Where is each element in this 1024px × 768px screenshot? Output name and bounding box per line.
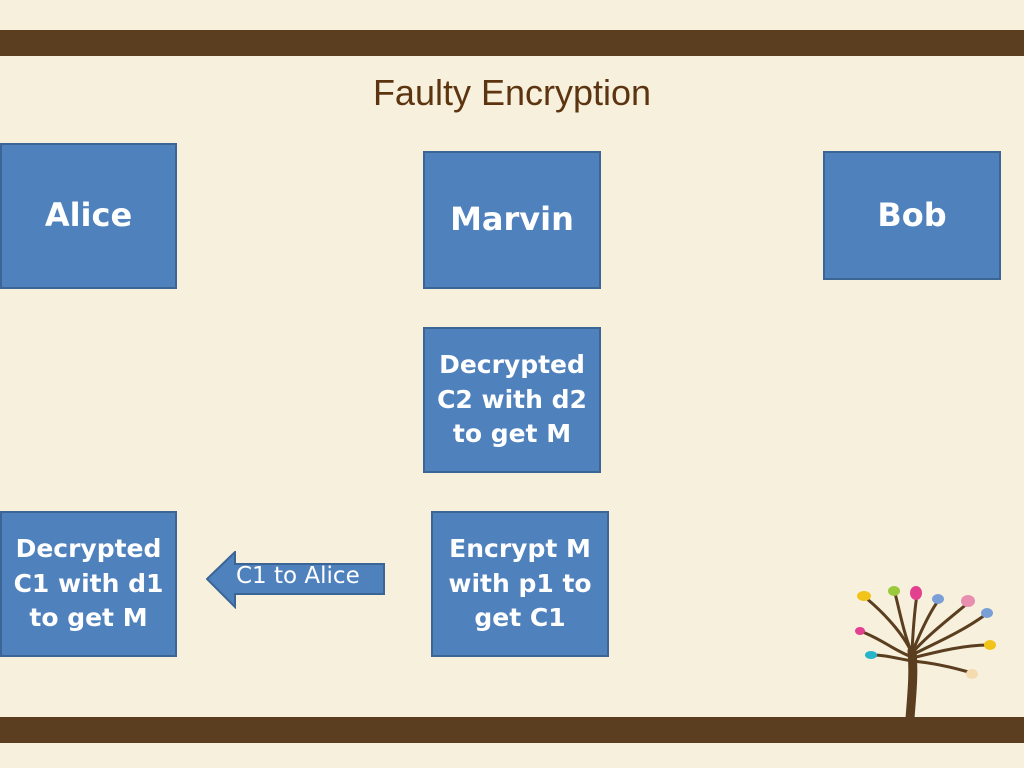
arrow-label: C1 to Alice bbox=[236, 563, 360, 589]
alice-label: Alice bbox=[44, 196, 133, 234]
alice-decrypt-box: Decrypted C1 with d1 to get M bbox=[0, 511, 177, 657]
bob-box: Bob bbox=[823, 151, 1001, 280]
marvin-encrypt-label: Encrypt M with p1 to get C1 bbox=[448, 534, 592, 633]
marvin-decrypt-box: Decrypted C2 with d2 to get M bbox=[423, 327, 601, 473]
top-border-bar bbox=[0, 30, 1024, 56]
alice-decrypt-label: Decrypted C1 with d1 to get M bbox=[13, 534, 164, 633]
tree-icon bbox=[855, 586, 996, 718]
marvin-label: Marvin bbox=[450, 200, 574, 238]
bob-label: Bob bbox=[877, 196, 947, 234]
slide-title: Faulty Encryption bbox=[372, 72, 652, 113]
alice-box: Alice bbox=[0, 143, 177, 289]
bottom-border-bar bbox=[0, 717, 1024, 743]
left-arrow-icon bbox=[206, 551, 385, 609]
marvin-decrypt-label: Decrypted C2 with d2 to get M bbox=[437, 350, 587, 449]
marvin-encrypt-box: Encrypt M with p1 to get C1 bbox=[431, 511, 609, 657]
marvin-box: Marvin bbox=[423, 151, 601, 289]
